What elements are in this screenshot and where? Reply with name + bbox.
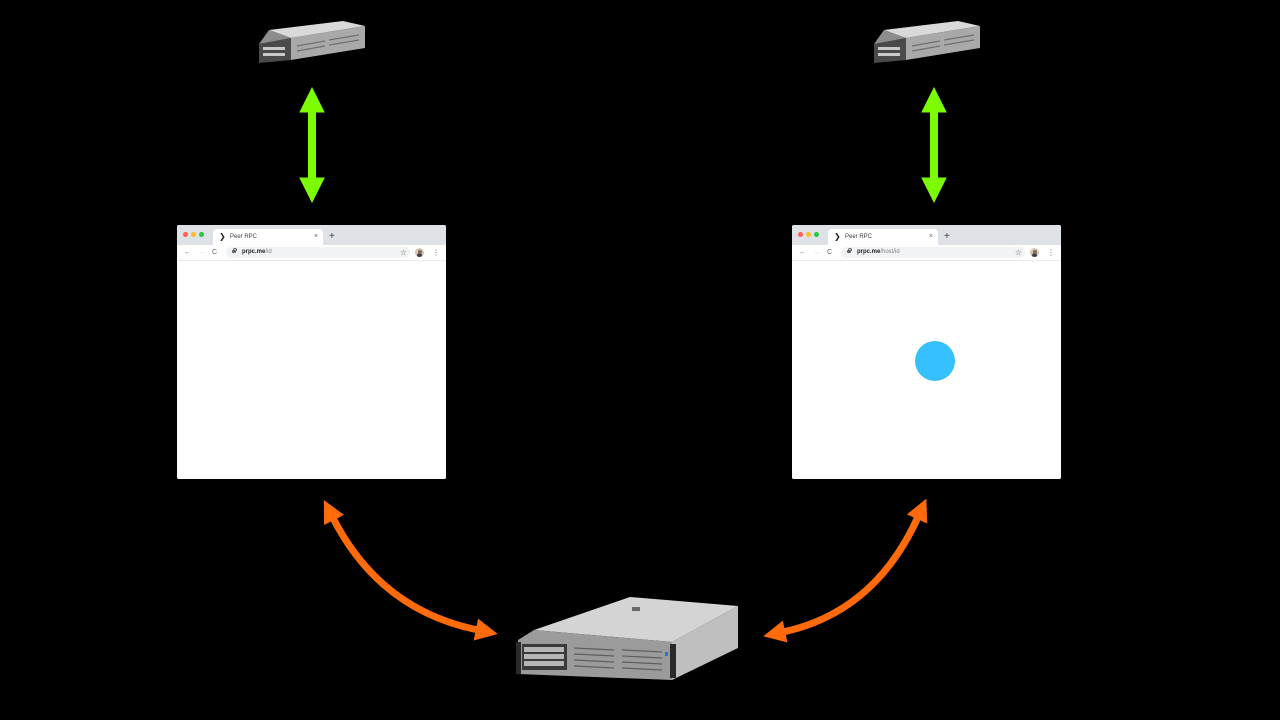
tab-peer-rpc[interactable]: ❯ Peer RPC × [213,229,323,245]
window-controls [798,232,822,250]
address-bar[interactable]: prpc.me/id ☆ [226,247,410,258]
browser-toolbar: ← → C prpc.me/id ☆ ⋮ [177,245,446,261]
page-viewport [792,261,1061,479]
url-text: prpc.me/id [242,249,272,255]
close-window-button[interactable] [798,232,803,237]
tab-title: Peer RPC [230,234,258,240]
browser-window-right: ❯ Peer RPC × + ← → C prpc.me/host/id ☆ ⋮ [792,225,1061,479]
star-icon[interactable]: ☆ [1014,248,1022,257]
server-icon-top-right [874,21,980,63]
maximize-window-button[interactable] [199,232,204,237]
url-text: prpc.me/host/id [857,249,900,255]
browser-toolbar: ← → C prpc.me/host/id ☆ ⋮ [792,245,1061,261]
chevron-right-icon: ❯ [834,232,841,241]
orange-arrow-right [763,498,928,643]
reload-icon[interactable]: C [212,249,218,256]
server-icon-bottom [516,597,738,680]
maximize-window-button[interactable] [814,232,819,237]
avatar[interactable] [1030,248,1039,257]
arrow-left-icon[interactable]: ← [799,249,806,256]
server-icon-top-left [259,21,365,63]
arrow-right-icon[interactable]: → [813,249,820,256]
reload-icon[interactable]: C [827,249,833,256]
tab-strip: ❯ Peer RPC × + [792,225,1061,245]
kebab-menu-icon[interactable]: ⋮ [432,248,440,257]
window-controls [183,232,207,250]
tab-close-icon[interactable]: × [313,233,318,240]
tab-close-icon[interactable]: × [928,233,933,240]
chevron-right-icon: ❯ [219,232,226,241]
lock-icon [847,247,852,253]
star-icon[interactable]: ☆ [399,248,407,257]
page-viewport [177,261,446,479]
kebab-menu-icon[interactable]: ⋮ [1047,248,1055,257]
orange-arrow-left [323,500,498,641]
minimize-window-button[interactable] [191,232,196,237]
lock-icon [232,247,237,253]
minimize-window-button[interactable] [806,232,811,237]
address-bar[interactable]: prpc.me/host/id ☆ [841,247,1025,258]
avatar[interactable] [415,248,424,257]
tab-strip: ❯ Peer RPC × + [177,225,446,245]
browser-window-left: ❯ Peer RPC × + ← → C prpc.me/id ☆ ⋮ [177,225,446,479]
tab-title: Peer RPC [845,234,873,240]
close-window-button[interactable] [183,232,188,237]
new-tab-button[interactable]: + [329,231,335,242]
arrow-left-icon[interactable]: ← [184,249,191,256]
new-tab-button[interactable]: + [944,231,950,242]
shared-dot [915,341,955,381]
arrow-right-icon[interactable]: → [198,249,205,256]
tab-peer-rpc[interactable]: ❯ Peer RPC × [828,229,938,245]
